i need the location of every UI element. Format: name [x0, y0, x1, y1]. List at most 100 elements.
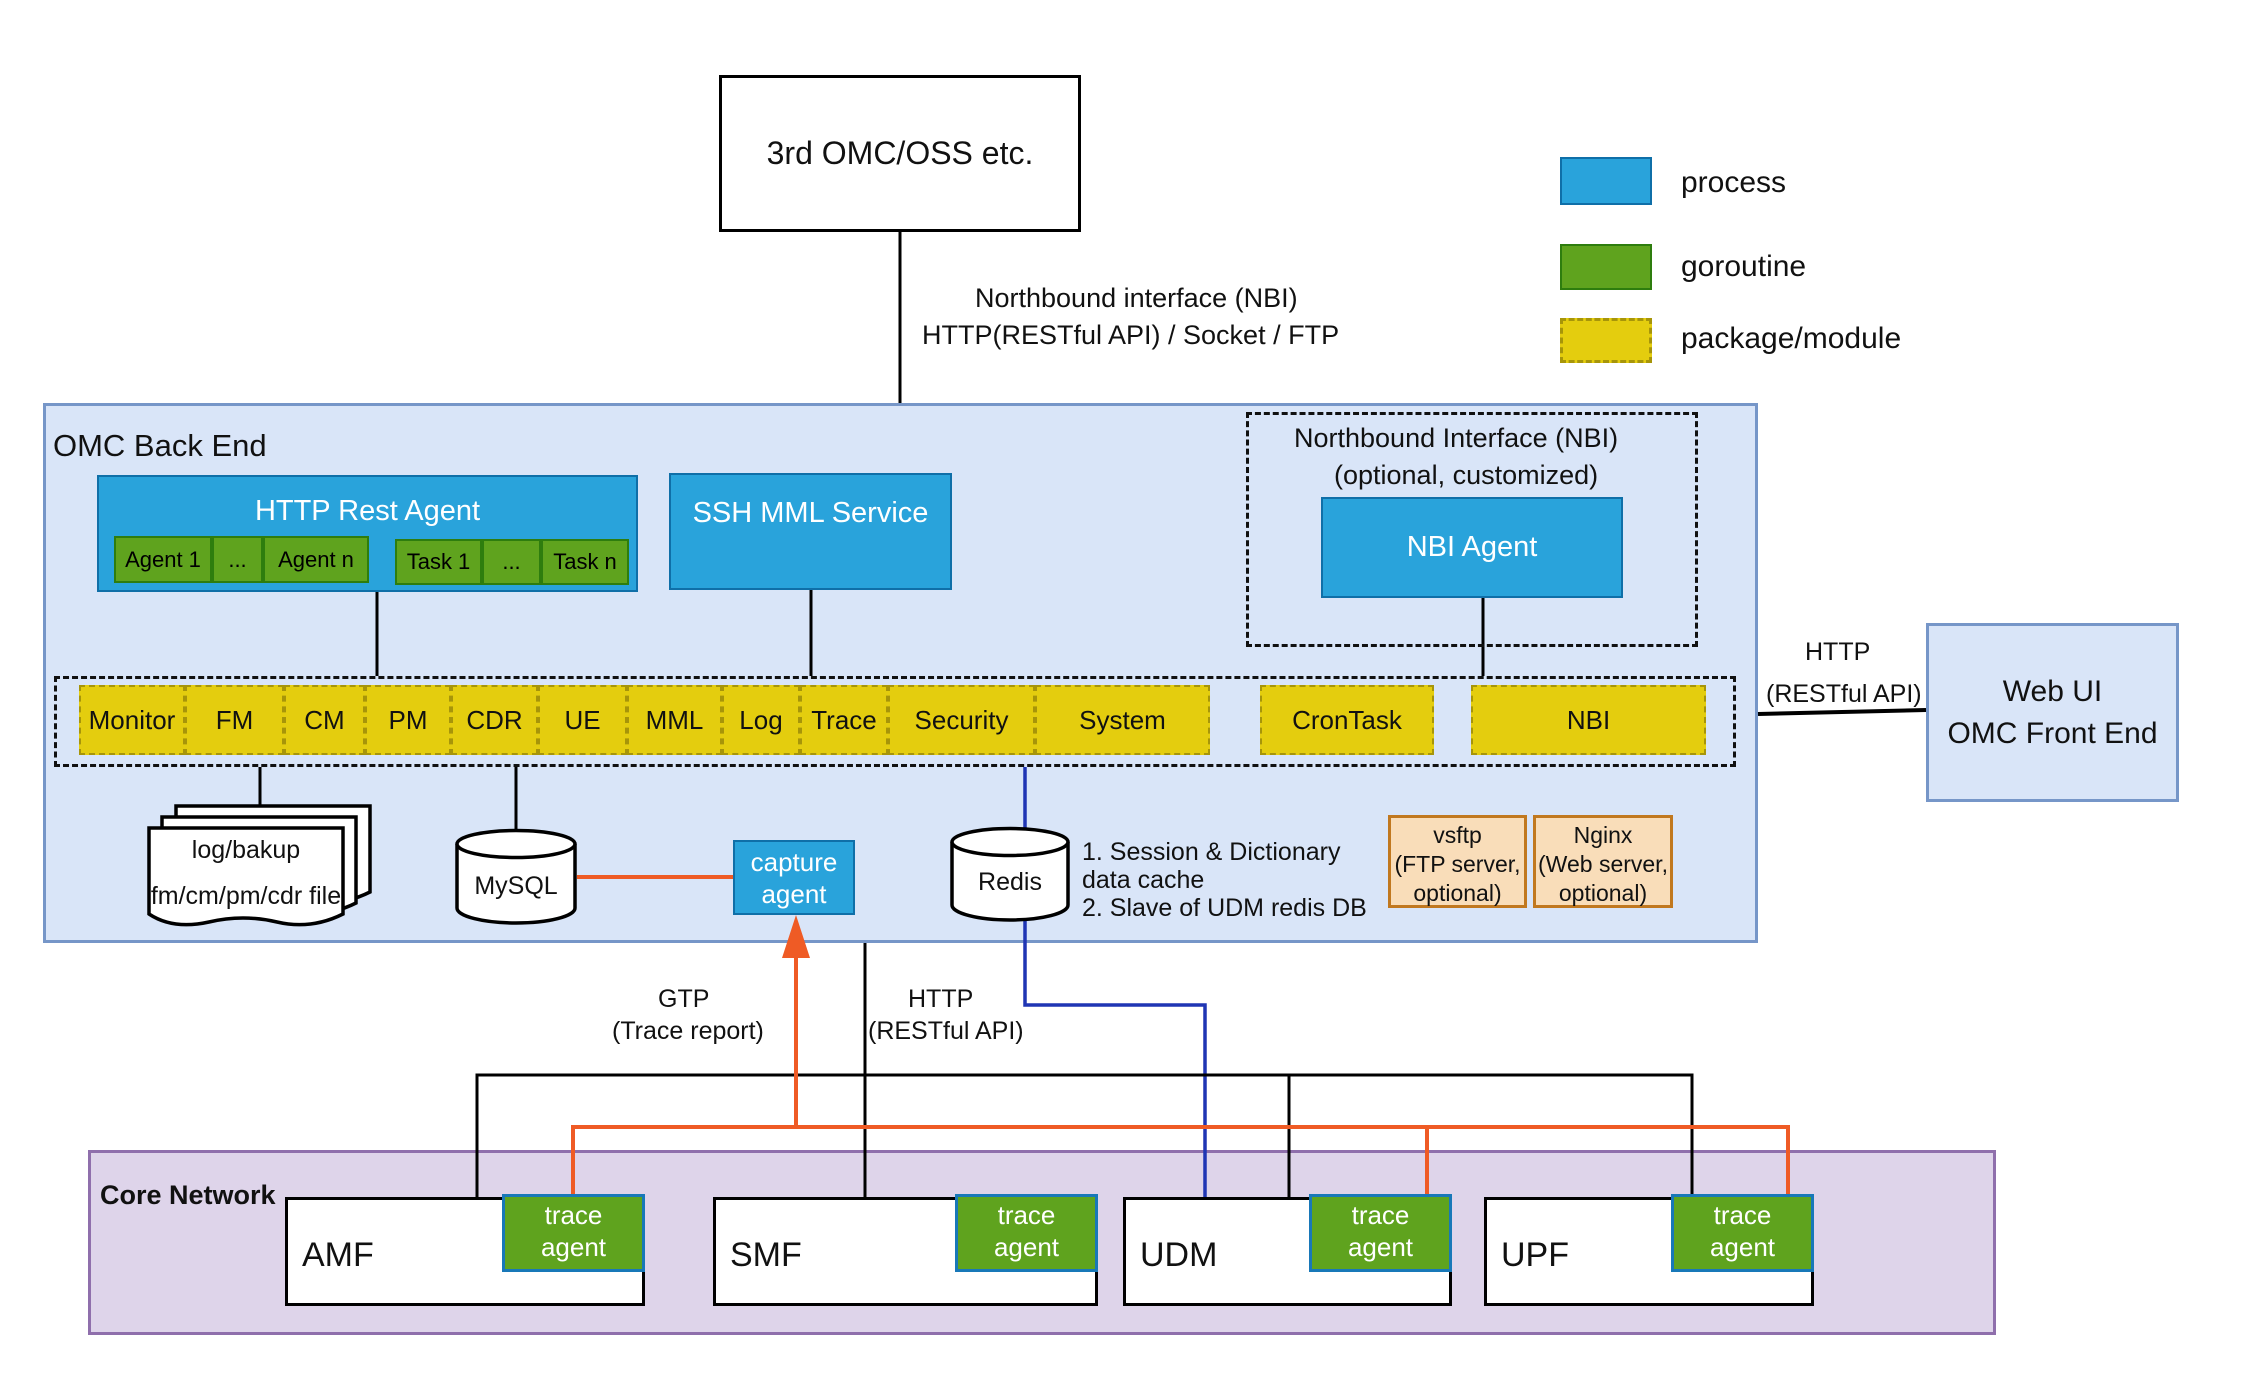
core-node-upf: UPF trace agent: [1484, 1194, 1814, 1306]
module-nbi-label: NBI: [1566, 704, 1611, 735]
nginx-label-line2: (Web server,: [1538, 851, 1668, 877]
vsftp-label-line1: vsftp: [1433, 822, 1482, 848]
file-store-stack: log/bakup fm/cm/pm/cdr file: [146, 804, 378, 932]
web-ui-box: Web UI OMC Front End: [1926, 623, 2179, 802]
redis-note-line2: data cache: [1082, 866, 1205, 894]
module-pm-label: PM: [388, 704, 428, 735]
goroutine-task-1-label: Task 1: [406, 549, 471, 574]
module-ue: UE: [538, 685, 627, 755]
gtp-label-line1: GTP: [658, 985, 710, 1013]
goroutine-agent-n-label: Agent n: [278, 546, 354, 572]
nbi-optional-container: [1246, 412, 1698, 647]
capture-agent-label-line1: capture: [750, 846, 838, 877]
legend-swatch-goroutine: [1560, 244, 1652, 290]
file-store-label-line2: fm/cm/pm/cdr file: [150, 882, 342, 910]
goroutine-agent-dots: ...: [212, 536, 263, 583]
module-log: Log: [722, 685, 800, 755]
core-node-amf: AMF trace agent: [285, 1194, 645, 1306]
trace-agent-upf: trace agent: [1671, 1194, 1814, 1272]
third-party-omc-label: 3rd OMC/OSS etc.: [766, 135, 1034, 171]
http-label-line2: (RESTful API): [868, 1017, 1024, 1045]
goroutine-task-dots: ...: [482, 539, 541, 585]
core-node-amf-label: AMF: [302, 1236, 374, 1274]
nbi-agent-label: NBI Agent: [1406, 531, 1538, 563]
module-trace: Trace: [800, 685, 888, 755]
module-crontask-label: CronTask: [1292, 704, 1402, 735]
nginx-box: Nginx (Web server, optional): [1533, 815, 1673, 908]
legend-label-goroutine: goroutine: [1681, 250, 1807, 283]
mysql-cylinder-icon: [455, 828, 577, 925]
core-node-smf: SMF trace agent: [713, 1194, 1098, 1306]
capture-agent-box: capture agent: [733, 840, 855, 915]
module-monitor: Monitor: [79, 685, 185, 755]
file-store-label-line1: log/bakup: [191, 836, 301, 864]
module-crontask: CronTask: [1260, 685, 1434, 755]
line-omc-to-webui: [1757, 708, 1927, 716]
goroutine-task-dots-label: ...: [502, 549, 521, 574]
trace-agent-amf: trace agent: [502, 1194, 645, 1272]
goroutine-agent-dots-label: ...: [228, 546, 247, 572]
module-ue-label: UE: [564, 704, 601, 735]
legend-swatch-package: [1560, 318, 1652, 363]
trace-agent-udm: trace agent: [1309, 1194, 1452, 1272]
web-ui-label-line1: Web UI: [2002, 674, 2103, 708]
module-cdr: CDR: [451, 685, 538, 755]
module-row-container: [54, 676, 1736, 767]
redis-db: Redis: [950, 826, 1070, 925]
gtp-label-line2: (Trace report): [612, 1017, 764, 1045]
mysql-db: MySQL: [455, 828, 577, 928]
module-cdr-label: CDR: [466, 704, 523, 735]
nbi-link-label-line2: HTTP(RESTful API) / Socket / FTP: [922, 320, 1340, 350]
module-security-label: Security: [914, 704, 1009, 735]
goroutine-agent-1: Agent 1: [114, 536, 212, 583]
module-cm: CM: [284, 685, 365, 755]
module-trace-label: Trace: [811, 704, 877, 735]
trace-agent-smf-line1: trace: [997, 1200, 1056, 1230]
core-node-udm: UDM trace agent: [1123, 1194, 1452, 1306]
module-system-label: System: [1079, 704, 1166, 735]
legend-swatch-process: [1560, 157, 1652, 205]
module-log-label: Log: [739, 704, 783, 735]
module-monitor-label: Monitor: [88, 704, 176, 735]
right-link-label-line1: HTTP: [1805, 638, 1871, 666]
file-stack-icon: [147, 804, 372, 927]
module-security: Security: [888, 685, 1035, 755]
module-mml: MML: [627, 685, 722, 755]
nbi-link-label-line1: Northbound interface (NBI): [975, 283, 1298, 313]
web-ui-label-line2: OMC Front End: [1947, 716, 2158, 750]
module-fm-label: FM: [215, 704, 254, 735]
trace-agent-amf-line2: agent: [540, 1232, 607, 1262]
module-cm-label: CM: [304, 704, 345, 735]
omc-back-end-title: OMC Back End: [53, 428, 267, 463]
trace-agent-udm-line2: agent: [1347, 1232, 1414, 1262]
trace-agent-smf: trace agent: [955, 1194, 1098, 1272]
vsftp-label-line3: optional): [1413, 880, 1502, 906]
redis-label: Redis: [978, 868, 1042, 896]
trace-agent-amf-line1: trace: [544, 1200, 603, 1230]
core-network-title: Core Network: [100, 1180, 276, 1210]
module-system: System: [1035, 685, 1210, 755]
right-link-label-line2: (RESTful API): [1766, 680, 1922, 708]
trace-agent-smf-line2: agent: [993, 1232, 1060, 1262]
redis-note-line3: 2. Slave of UDM redis DB: [1082, 894, 1367, 922]
goroutine-task-n-label: Task n: [553, 549, 617, 574]
module-fm: FM: [185, 685, 284, 755]
vsftp-label-line2: (FTP server,: [1394, 851, 1521, 877]
module-pm: PM: [365, 685, 451, 755]
goroutine-agent-1-label: Agent 1: [125, 546, 201, 572]
goroutine-task-1: Task 1: [395, 539, 482, 585]
module-nbi: NBI: [1471, 685, 1706, 755]
mysql-label: MySQL: [474, 872, 558, 900]
core-node-udm-label: UDM: [1140, 1236, 1218, 1274]
http-rest-agent-title: HTTP Rest Agent: [254, 495, 481, 527]
module-mml-label: MML: [645, 704, 704, 735]
redis-note-line1: 1. Session & Dictionary: [1082, 838, 1341, 866]
http-label-line1: HTTP: [908, 985, 974, 1013]
goroutine-agent-n: Agent n: [263, 536, 369, 583]
nbi-optional-title-line2: (optional, customized): [1334, 460, 1599, 490]
ssh-mml-service-label: SSH MML Service: [692, 497, 929, 529]
capture-agent-label-line2: agent: [761, 878, 827, 909]
ssh-mml-service-box: SSH MML Service: [669, 473, 952, 590]
nginx-label-line1: Nginx: [1573, 822, 1633, 848]
